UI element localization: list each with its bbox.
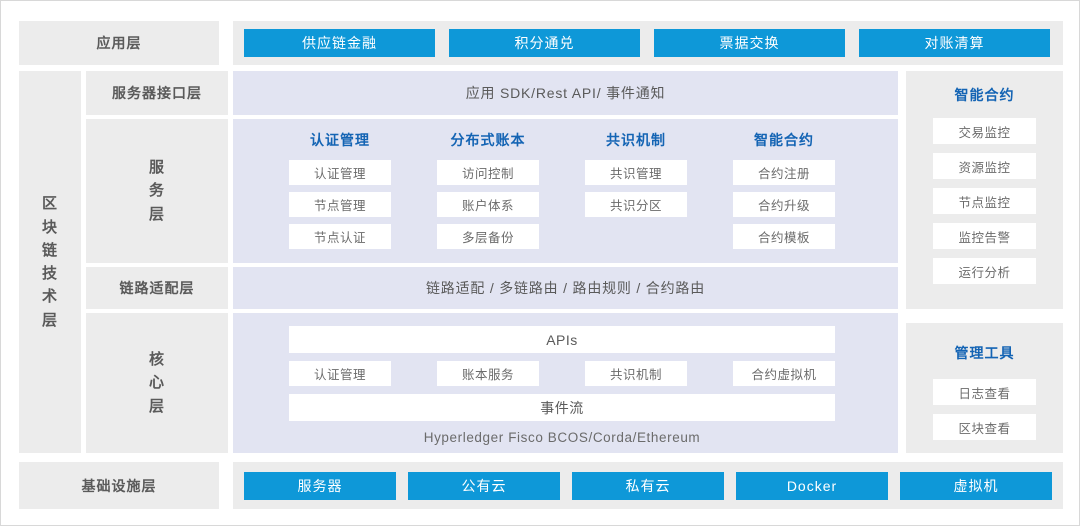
service-label-char-0: 服: [148, 159, 165, 177]
core-module-contract-vm[interactable]: 合约虚拟机: [733, 361, 835, 386]
core-layer-footer: Hyperledger Fisco BCOS/Corda/Ethereum: [423, 429, 701, 445]
server-interface-layer-content: 应用 SDK/Rest API/ 事件通知: [233, 71, 898, 115]
side-panel-smart-contract-item-3[interactable]: 监控告警: [933, 223, 1036, 249]
service-column-title-auth: 认证管理: [310, 132, 370, 148]
service-label-char-1: 务: [148, 182, 165, 200]
application-layer-label: 应用层: [19, 21, 219, 65]
tech-label-char-0: 区: [41, 195, 58, 213]
infra-item-server[interactable]: 服务器: [244, 472, 396, 500]
service-column-title-ledger: 分布式账本: [450, 132, 526, 148]
tech-label-char-2: 链: [41, 241, 58, 259]
side-panel-management-tools-item-1[interactable]: 区块查看: [933, 414, 1036, 440]
app-item-bill-exchange[interactable]: 票据交换: [654, 29, 845, 57]
core-module-auth[interactable]: 认证管理: [289, 361, 391, 386]
tech-label-char-1: 块: [41, 218, 58, 236]
side-panel-smart-contract-item-2[interactable]: 节点监控: [933, 188, 1036, 214]
core-label-char-0: 核: [148, 351, 165, 369]
service-card-auth-1[interactable]: 节点管理: [289, 192, 391, 217]
server-interface-layer-label: 服务器接口层: [86, 71, 228, 115]
core-module-consensus[interactable]: 共识机制: [585, 361, 687, 386]
service-card-auth-2[interactable]: 节点认证: [289, 224, 391, 249]
app-item-reconciliation-settlement[interactable]: 对账清算: [859, 29, 1050, 57]
app-item-points-exchange[interactable]: 积分通兑: [449, 29, 640, 57]
core-layer-label: 核 心 层: [86, 313, 228, 453]
service-label-char-2: 层: [148, 205, 165, 223]
side-panel-smart-contract-title: 智能合约: [954, 87, 1015, 103]
side-panel-management-tools-item-0[interactable]: 日志查看: [933, 379, 1036, 405]
core-apis-row[interactable]: APIs: [289, 326, 835, 353]
core-event-stream-row[interactable]: 事件流: [289, 394, 835, 421]
core-label-char-2: 层: [148, 397, 165, 415]
side-panel-smart-contract-item-0[interactable]: 交易监控: [933, 118, 1036, 144]
service-column-title-smart-contract: 智能合约: [754, 132, 814, 148]
service-card-ledger-1[interactable]: 账户体系: [437, 192, 539, 217]
side-panel-management-tools-title: 管理工具: [954, 345, 1015, 361]
service-card-ledger-2[interactable]: 多层备份: [437, 224, 539, 249]
side-panel-smart-contract-item-1[interactable]: 资源监控: [933, 153, 1036, 179]
service-card-contract-1[interactable]: 合约升级: [733, 192, 835, 217]
core-module-ledger-service[interactable]: 账本服务: [437, 361, 539, 386]
service-card-auth-0[interactable]: 认证管理: [289, 160, 391, 185]
app-item-supply-chain-finance[interactable]: 供应链金融: [244, 29, 435, 57]
link-adaptation-layer-content: 链路适配 / 多链路由 / 路由规则 / 合约路由: [233, 267, 898, 309]
infra-item-virtual-machine[interactable]: 虚拟机: [900, 472, 1052, 500]
tech-label-char-5: 层: [41, 311, 58, 329]
infra-item-private-cloud[interactable]: 私有云: [572, 472, 724, 500]
service-layer-label: 服 务 层: [86, 119, 228, 263]
infra-item-public-cloud[interactable]: 公有云: [408, 472, 560, 500]
service-card-contract-0[interactable]: 合约注册: [733, 160, 835, 185]
side-panel-smart-contract-item-4[interactable]: 运行分析: [933, 258, 1036, 284]
infra-item-docker[interactable]: Docker: [736, 472, 888, 500]
infrastructure-layer-label: 基础设施层: [19, 462, 219, 509]
blockchain-tech-layer-label: 区 块 链 技 术 层: [19, 71, 81, 453]
service-card-consensus-1[interactable]: 共识分区: [585, 192, 687, 217]
service-column-title-consensus: 共识机制: [606, 132, 666, 148]
core-label-char-1: 心: [148, 374, 165, 392]
link-adaptation-layer-label: 链路适配层: [86, 267, 228, 309]
tech-label-char-3: 技: [41, 265, 58, 282]
service-card-ledger-0[interactable]: 访问控制: [437, 160, 539, 185]
tech-label-char-4: 术: [41, 288, 58, 306]
service-card-contract-2[interactable]: 合约模板: [733, 224, 835, 249]
service-card-consensus-0[interactable]: 共识管理: [585, 160, 687, 185]
